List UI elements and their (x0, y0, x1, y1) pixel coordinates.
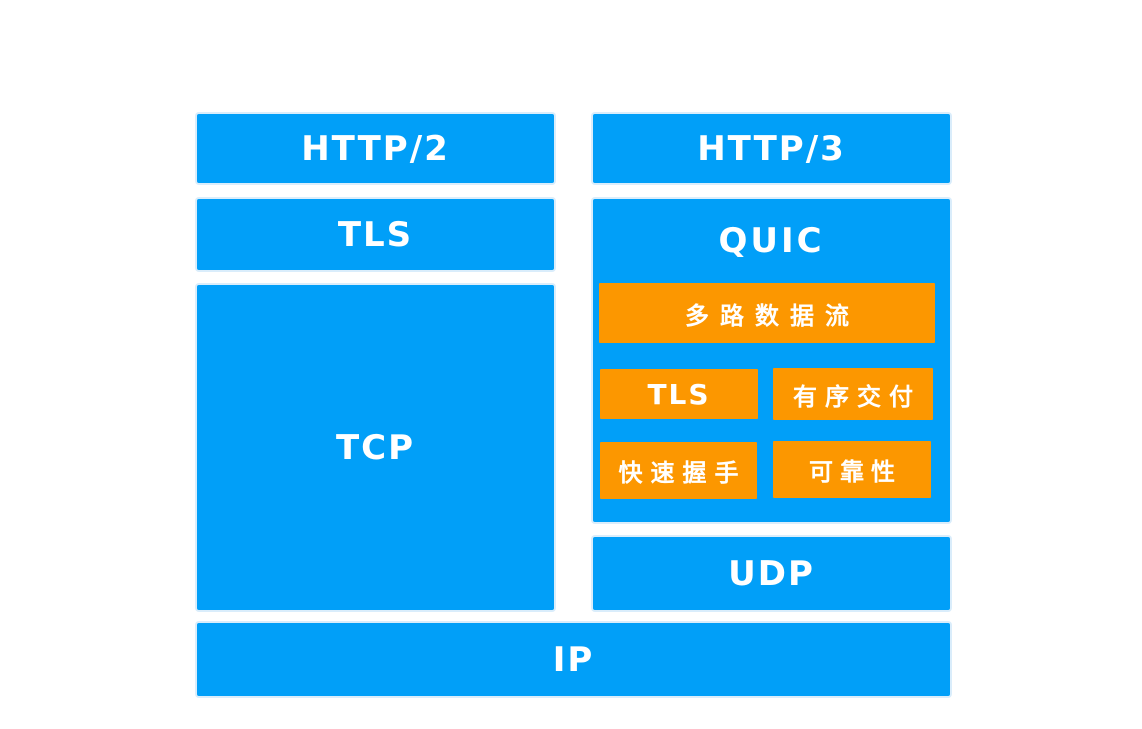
quic-feature-reliability-label: 可靠性 (809, 458, 902, 486)
quic-feature-multiplexing-label: 多路数据流 (685, 301, 860, 330)
tls-label: TLS (337, 214, 414, 255)
quic-feature-tls-box: TLS (600, 369, 758, 419)
quic-feature-reliability-box: 可靠性 (773, 441, 931, 498)
ip-label: IP (552, 639, 595, 680)
quic-box: QUIC 多路数据流 TLS 有序交付 快速握手 可靠性 (593, 199, 950, 522)
http2-label: HTTP/2 (301, 128, 450, 169)
tls-box: TLS (197, 199, 554, 270)
http3-label: HTTP/3 (697, 128, 846, 169)
quic-feature-fast-handshake-box: 快速握手 (600, 442, 757, 499)
ip-box: IP (197, 623, 950, 696)
udp-label: UDP (728, 553, 815, 594)
quic-feature-ordered-delivery-box: 有序交付 (773, 368, 933, 420)
tcp-box: TCP (197, 285, 554, 610)
quic-feature-fast-handshake-label: 快速握手 (618, 459, 747, 487)
quic-feature-tls-label: TLS (647, 377, 711, 411)
quic-feature-multiplexing-box: 多路数据流 (599, 283, 935, 343)
http3-box: HTTP/3 (593, 114, 950, 183)
tcp-label: TCP (335, 427, 416, 468)
quic-label: QUIC (718, 221, 825, 261)
quic-feature-ordered-delivery-label: 有序交付 (793, 382, 921, 411)
http2-box: HTTP/2 (197, 114, 554, 183)
udp-box: UDP (593, 537, 950, 610)
